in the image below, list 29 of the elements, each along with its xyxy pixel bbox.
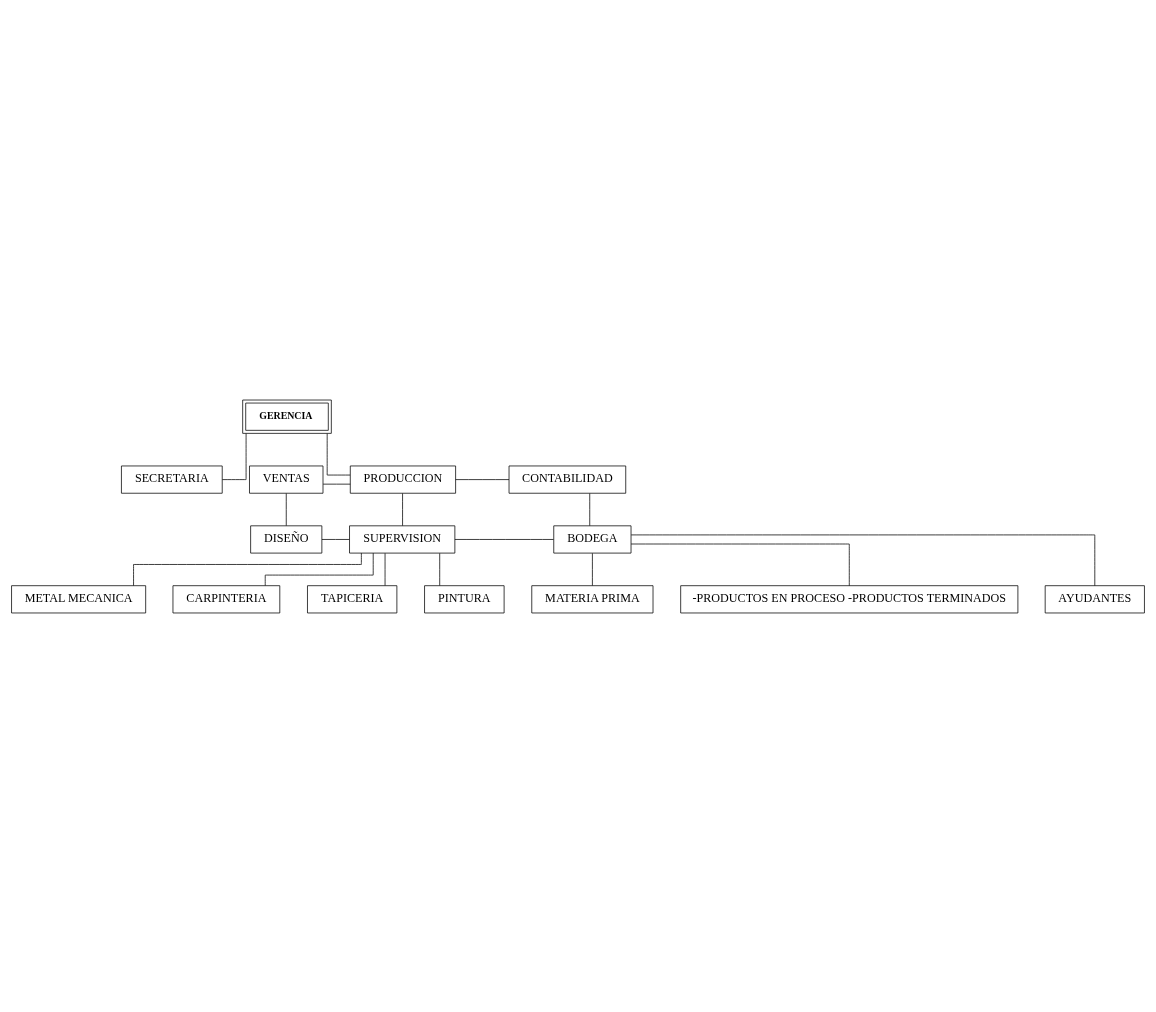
connector [264, 552, 374, 586]
connector [222, 432, 247, 480]
connector [630, 543, 850, 586]
node-box: PINTURA [424, 584, 505, 613]
node-box: MATERIA PRIMA [531, 584, 654, 613]
connector [384, 552, 386, 586]
node-box: SECRETARIA [121, 465, 223, 494]
node-box: -PRODUCTOS EN PROCESO -PRODUCTOS TERMINADOS [680, 584, 1019, 613]
node-box: TAPICERIA [307, 584, 398, 613]
connector [402, 492, 403, 526]
connector [455, 478, 510, 480]
connector [321, 538, 350, 540]
node-box: DISEÑO [250, 524, 323, 553]
connector [285, 492, 287, 526]
connector [326, 432, 351, 475]
node-box: SUPERVISION [349, 524, 456, 553]
connector [454, 538, 554, 540]
connector [439, 552, 441, 586]
node-box: PRODUCCION [349, 465, 456, 494]
node-box: CONTABILIDAD [508, 465, 627, 494]
connector [592, 552, 593, 586]
node-box: BODEGA [553, 524, 632, 553]
connector [133, 552, 362, 586]
node-box: VENTAS [249, 465, 324, 494]
node-box: CARPINTERIA [172, 584, 281, 613]
node-box: AYUDANTES [1044, 584, 1145, 613]
connector [589, 492, 591, 526]
node-box: METAL MECANICA [11, 584, 147, 613]
connector [630, 534, 1096, 586]
